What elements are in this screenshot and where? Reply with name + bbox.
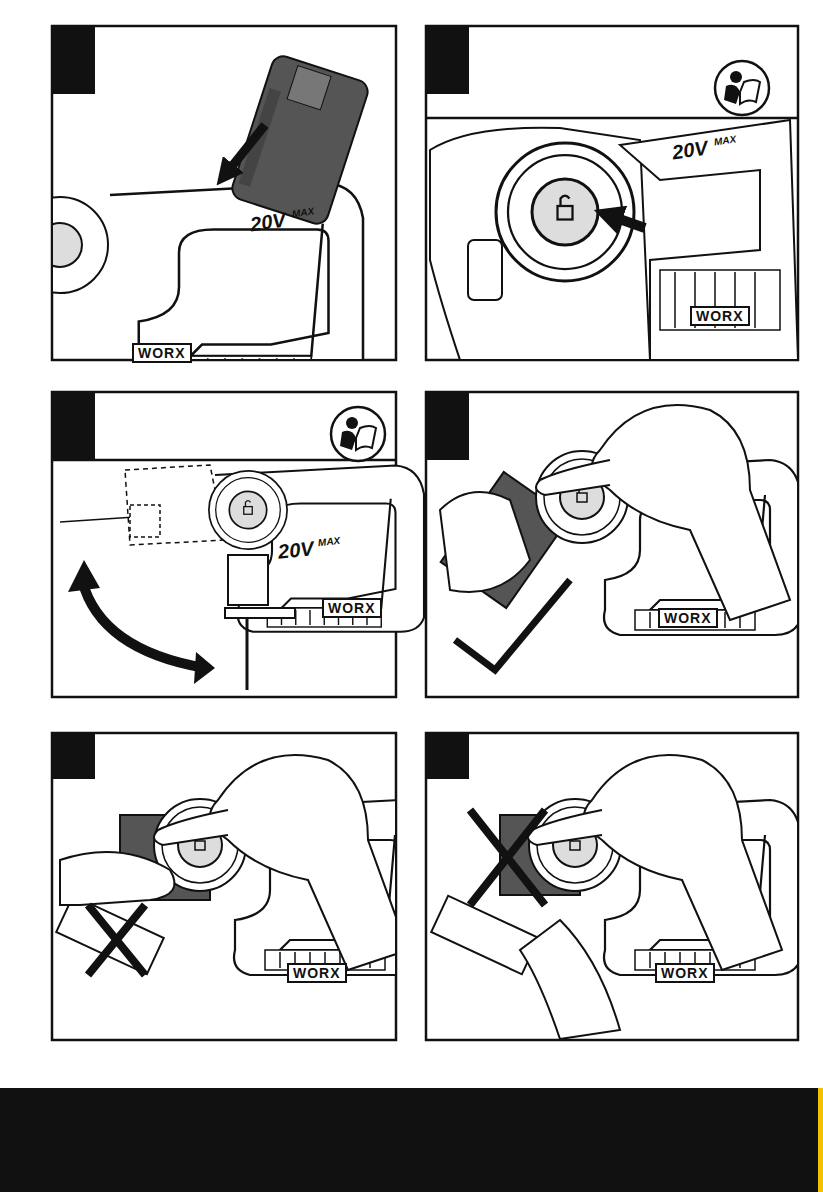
art-part	[608, 215, 645, 228]
art-part	[225, 608, 295, 618]
art-part	[52, 392, 95, 460]
art-part	[53, 53, 371, 359]
art-part	[660, 270, 780, 330]
art-part	[431, 896, 539, 975]
voltage-logo: 20V	[277, 538, 314, 562]
art-part	[56, 896, 164, 975]
art-part	[52, 733, 95, 779]
art-part	[470, 810, 545, 905]
art-part	[209, 471, 287, 549]
art-part	[426, 733, 469, 779]
art-part	[440, 492, 530, 592]
art-part	[82, 580, 205, 668]
art-part	[675, 272, 755, 328]
art-part	[60, 852, 175, 905]
art-part	[620, 120, 797, 359]
art-part	[68, 560, 215, 684]
art-part	[88, 905, 145, 975]
art-part	[426, 733, 798, 1040]
art-part	[56, 896, 164, 975]
art-part	[468, 240, 502, 300]
art-part	[430, 128, 650, 359]
art-part	[246, 618, 249, 690]
art-part	[426, 26, 469, 94]
step-markers	[52, 26, 469, 779]
art-part	[60, 517, 135, 522]
panel-5-art	[56, 755, 430, 975]
footer-band	[0, 1088, 823, 1192]
brand-logo: WORX	[287, 963, 347, 983]
art-part	[228, 555, 268, 605]
brand-logo: WORX	[690, 306, 750, 326]
art-part	[53, 223, 82, 267]
art-part	[331, 407, 385, 461]
panel-6-art	[431, 755, 800, 1039]
panel-3-art	[60, 465, 424, 690]
art-part	[56, 755, 395, 975]
voltage-logo: 20V	[249, 210, 287, 235]
art-part	[536, 405, 790, 620]
art-part	[455, 580, 570, 670]
art-part	[430, 120, 797, 359]
brand-logo: WORX	[322, 598, 382, 618]
art-part	[520, 920, 620, 1039]
art-part	[287, 66, 331, 110]
art-part	[426, 26, 798, 360]
panel-2-art	[430, 120, 798, 360]
art-part	[818, 1088, 823, 1192]
art-part	[426, 117, 798, 120]
art-part	[715, 61, 769, 115]
panel-4-art	[440, 405, 800, 670]
art-part	[0, 1088, 823, 1192]
brand-logo: WORX	[132, 343, 192, 363]
art-part	[440, 405, 797, 670]
art-part	[130, 505, 160, 537]
panel-1-art	[12, 53, 371, 385]
voltage-logo: 20V	[671, 138, 709, 163]
brand-logo: WORX	[655, 963, 715, 983]
art-part	[225, 125, 265, 175]
art-part	[431, 896, 539, 975]
art-part	[53, 197, 108, 293]
art-part	[52, 26, 95, 94]
art-part	[52, 459, 396, 462]
art-part	[426, 392, 469, 460]
brand-logo: WORX	[658, 608, 718, 628]
art-part	[154, 755, 395, 970]
art-part	[431, 755, 797, 1039]
art-part	[426, 392, 798, 697]
